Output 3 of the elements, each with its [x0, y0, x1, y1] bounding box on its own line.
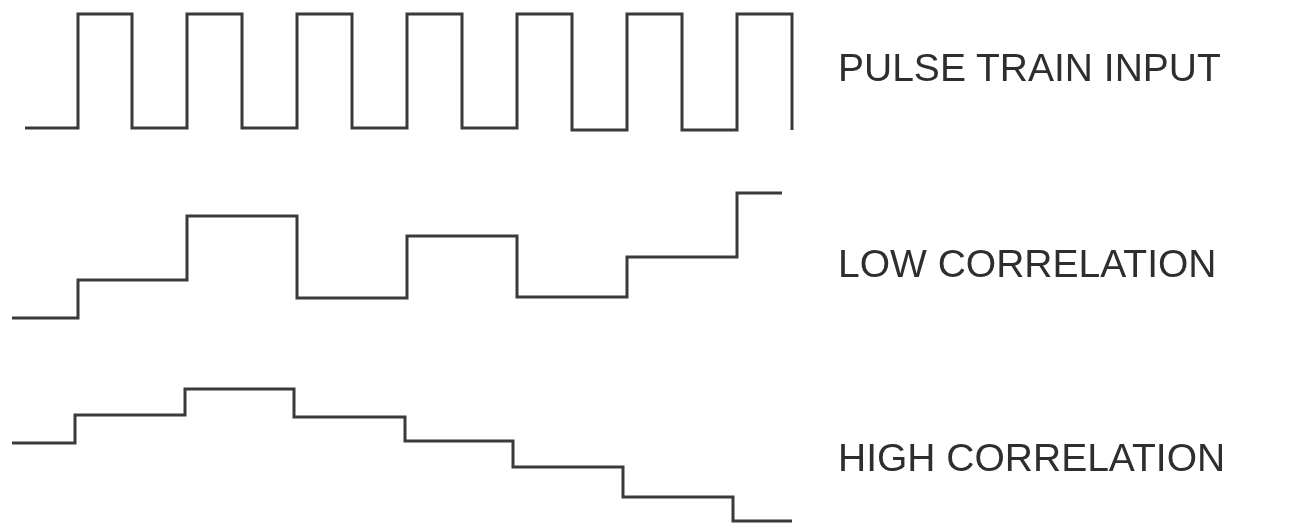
- waveform-label: HIGH CORRELATION: [838, 435, 1226, 481]
- waveform-label: PULSE TRAIN INPUT: [838, 45, 1221, 91]
- waveform-label: LOW CORRELATION: [838, 241, 1217, 287]
